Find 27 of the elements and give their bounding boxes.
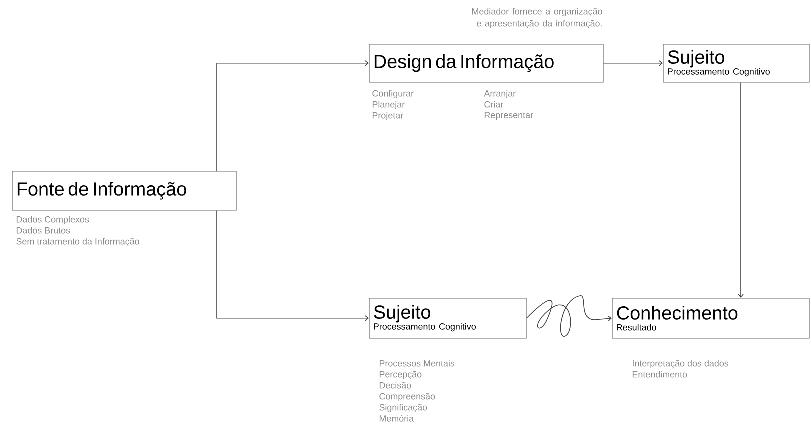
caption-text: Compreensão xyxy=(380,393,436,402)
caption-text: Significação xyxy=(380,404,428,413)
caption-text: Configurar xyxy=(372,90,414,99)
caption-text: Representar xyxy=(484,112,534,120)
arrow xyxy=(216,210,369,322)
process-box: Sujeito Processamento Cognitivo xyxy=(663,44,810,83)
caption-text: Arranjar xyxy=(484,90,516,99)
arrow xyxy=(216,60,369,172)
arrow xyxy=(738,82,744,298)
process-box: Design da Informação xyxy=(369,44,604,83)
caption-text: Mediador fornece a organização e apresentação da informação. xyxy=(472,8,602,29)
caption-text: Projetar xyxy=(372,112,404,121)
caption-text: Processos Mentais xyxy=(380,360,455,367)
caption-text: Dados Complexos xyxy=(16,216,90,225)
caption-text: Interpretação dos dados xyxy=(633,360,729,369)
caption-text: Decisão xyxy=(380,382,412,389)
caption-text: Planejar xyxy=(372,101,405,110)
process-box: Sujeito Processamento Cognitivo xyxy=(369,298,527,339)
caption-text: Entendimento xyxy=(632,371,688,378)
arrow xyxy=(603,60,663,66)
caption-text: Sem tratamento da Informação xyxy=(16,238,140,247)
caption-text: Memória xyxy=(380,415,414,422)
process-box: Conhecimento Resultado xyxy=(612,298,810,339)
caption-text: Percepção xyxy=(380,371,422,380)
caption-text: Dados Brutos xyxy=(16,227,70,234)
caption-text: Criar xyxy=(484,101,504,108)
process-box: Fonte de Informação xyxy=(12,171,237,211)
